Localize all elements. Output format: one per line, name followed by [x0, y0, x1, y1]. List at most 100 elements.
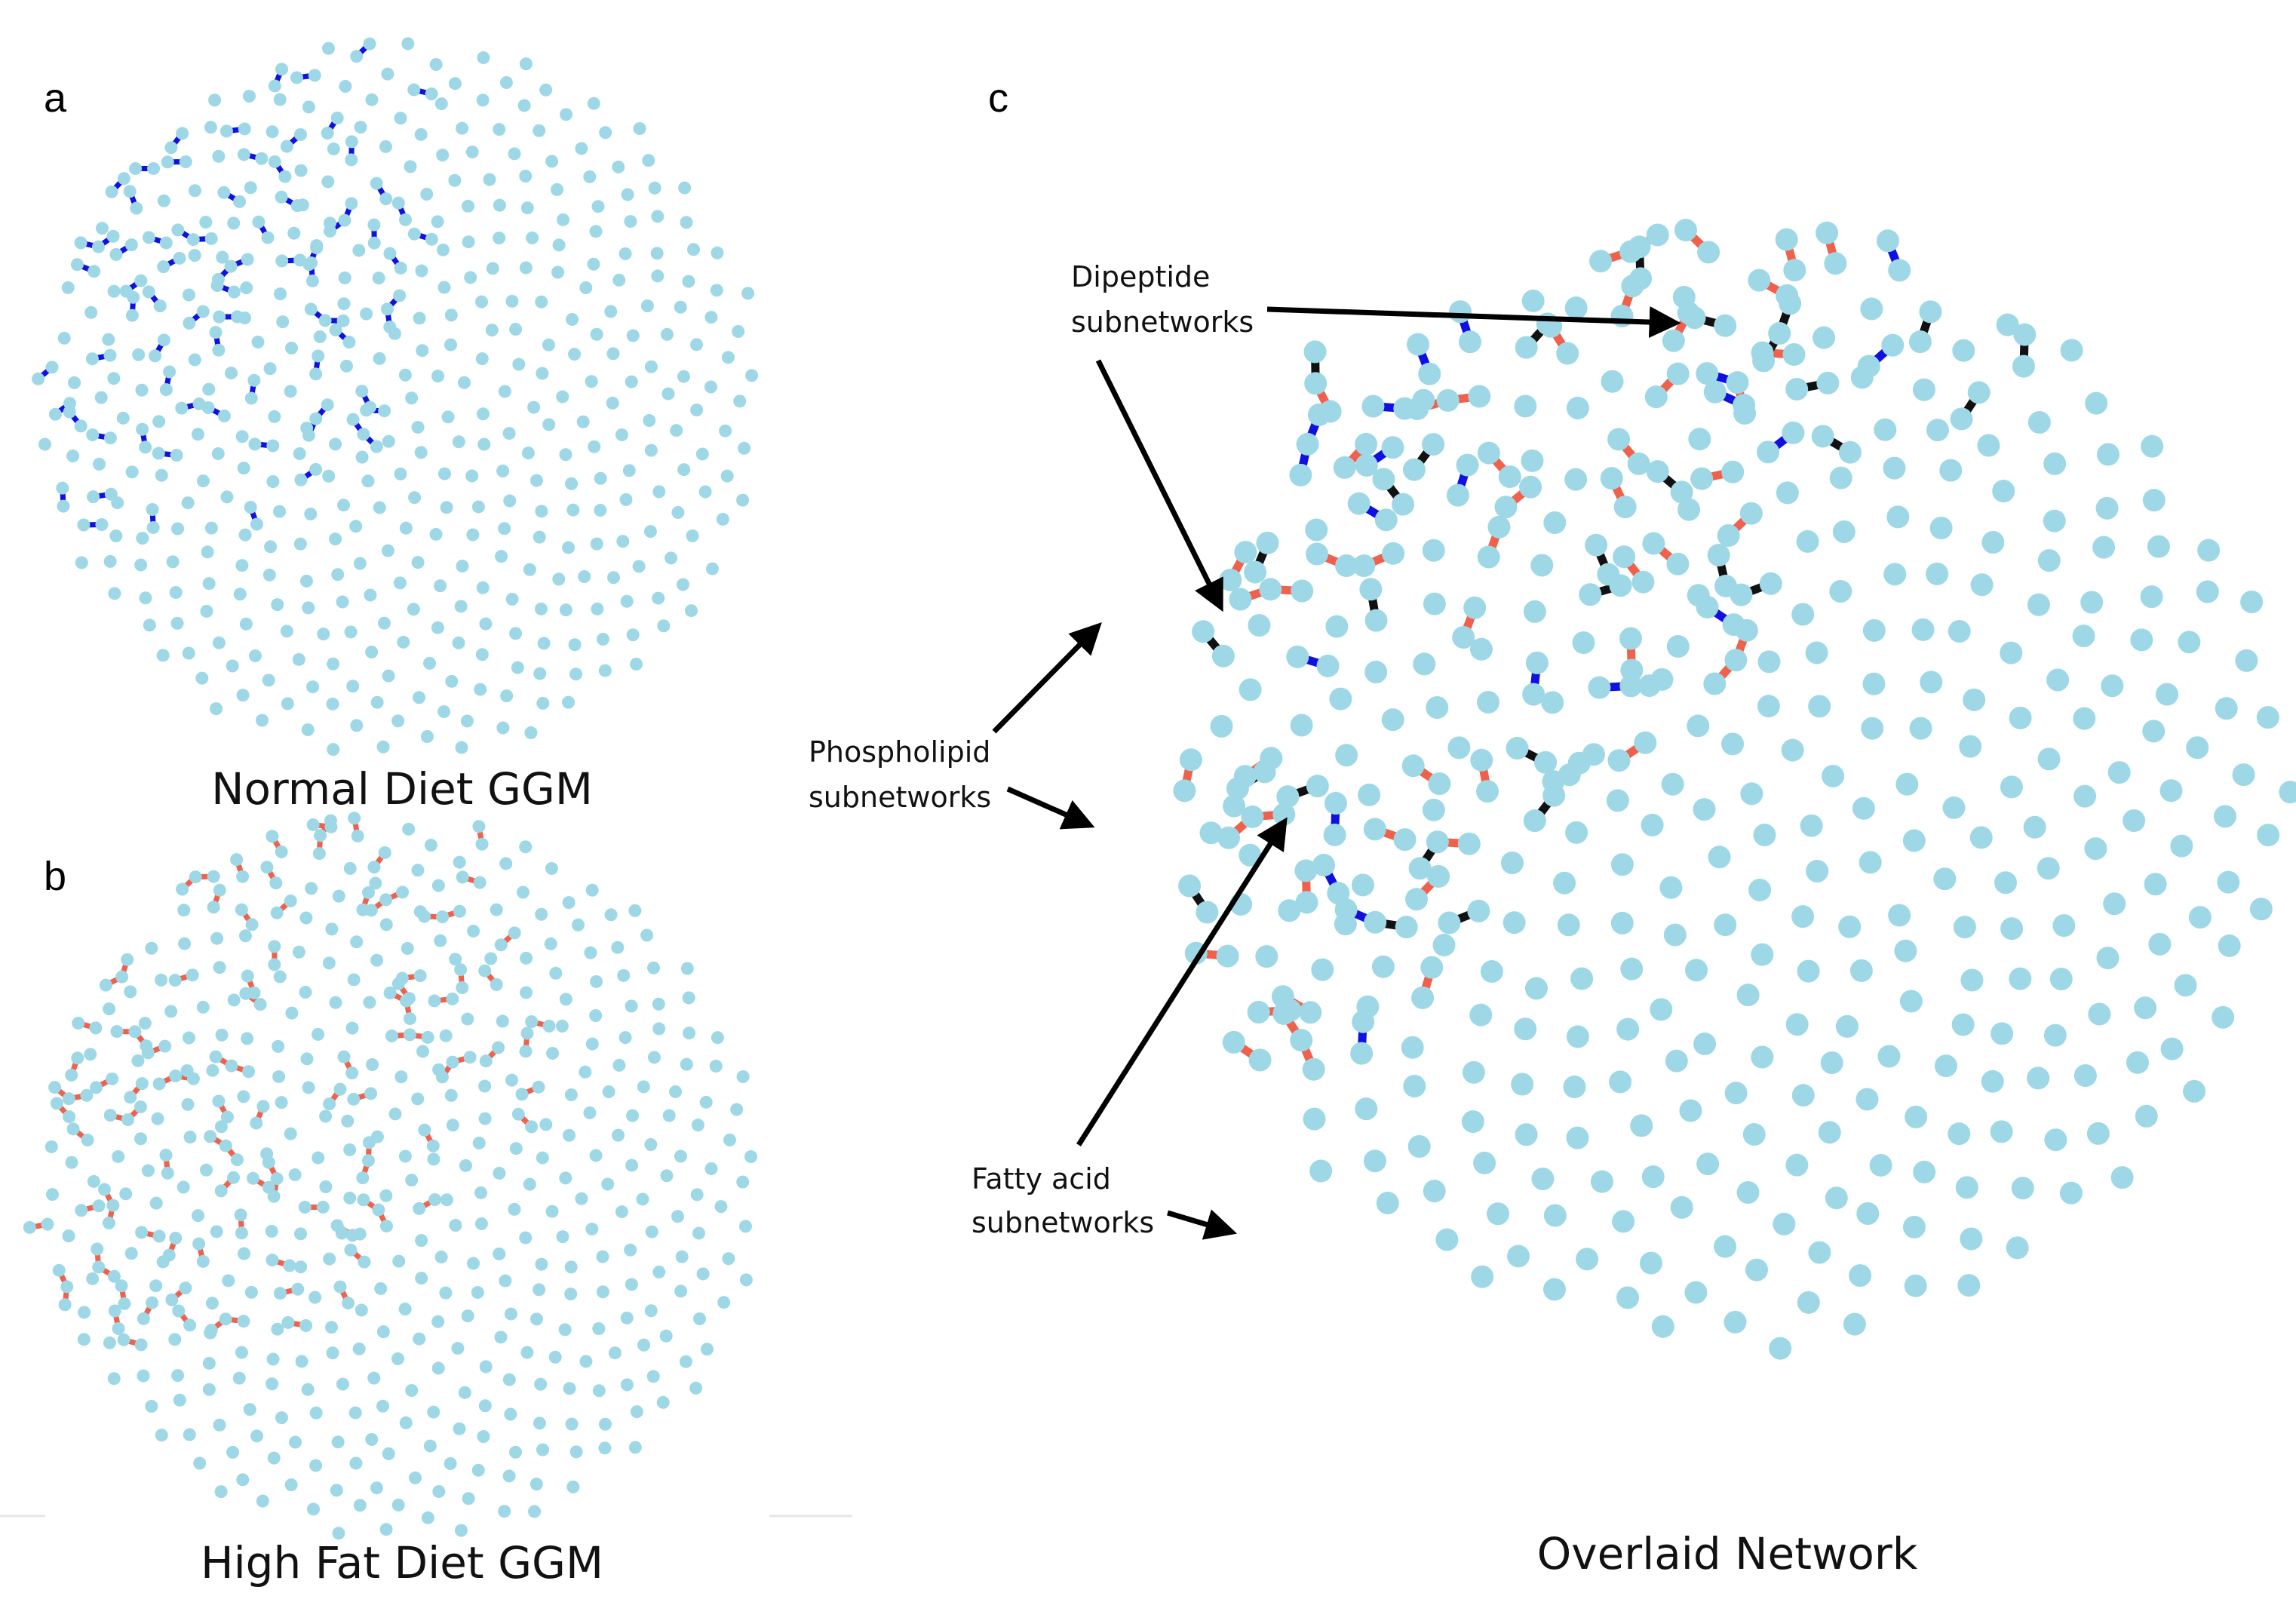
network-node: [557, 213, 570, 226]
network-node: [625, 375, 638, 388]
network-node: [533, 530, 546, 544]
network-node: [374, 1281, 388, 1295]
network-node: [147, 161, 161, 175]
network-node: [579, 281, 593, 295]
network-node: [345, 197, 358, 210]
network-node: [1303, 1107, 1326, 1131]
network-node: [272, 1070, 286, 1083]
network-node: [345, 1229, 359, 1242]
network-node: [1305, 518, 1328, 542]
network-node: [227, 1171, 241, 1184]
network-node: [1579, 583, 1602, 606]
network-node: [1721, 732, 1745, 756]
network-node: [2059, 1181, 2083, 1205]
network-node: [77, 1333, 91, 1346]
network-node: [414, 127, 428, 141]
network-node: [193, 1456, 207, 1470]
network-node: [456, 121, 469, 135]
network-node: [1967, 381, 1991, 404]
network-node: [444, 1088, 458, 1102]
network-node: [379, 1523, 393, 1536]
network-node: [520, 1346, 534, 1359]
network-node: [413, 691, 426, 704]
network-node: [545, 155, 559, 168]
network-node: [464, 271, 477, 284]
network-node: [494, 938, 508, 952]
network-node: [509, 1445, 523, 1459]
network-node: [1211, 644, 1235, 668]
network-node: [403, 1028, 416, 1042]
network-node: [2037, 857, 2060, 880]
network-node: [456, 870, 469, 884]
network-node: [453, 1422, 466, 1435]
network-node: [1423, 1180, 1446, 1203]
network-node: [280, 625, 293, 638]
network-node: [125, 308, 139, 322]
network-node: [347, 973, 361, 987]
network-node: [212, 149, 226, 163]
network-node: [275, 1096, 288, 1109]
network-node: [209, 1050, 223, 1063]
network-node: [411, 556, 425, 569]
fatty-acid-arrow-up: [1076, 817, 1288, 1146]
network-node: [1690, 467, 1714, 490]
network-node: [1627, 452, 1650, 475]
network-node: [107, 1269, 121, 1283]
network-node: [213, 961, 226, 974]
network-node: [434, 97, 448, 111]
network-node: [479, 617, 493, 631]
network-node: [1309, 1159, 1333, 1183]
network-node: [691, 1119, 704, 1132]
network-node: [263, 362, 277, 376]
network-node: [1359, 578, 1383, 601]
network-node: [355, 385, 369, 398]
network-node: [411, 420, 425, 434]
network-node: [519, 261, 533, 275]
network-node: [1650, 998, 1673, 1021]
network-node: [1877, 1045, 1901, 1068]
network-node: [478, 1399, 492, 1413]
network-node: [369, 876, 382, 890]
network-node: [683, 1027, 696, 1040]
network-node: [157, 333, 170, 347]
network-node: [1805, 641, 1828, 664]
network-node: [1619, 627, 1642, 650]
network-node: [563, 1382, 576, 1395]
network-node: [289, 1435, 302, 1449]
network-node: [164, 1005, 178, 1018]
network-node: [212, 636, 226, 649]
network-node: [2160, 1037, 2184, 1060]
network-node: [391, 1352, 405, 1366]
network-node: [1521, 449, 1544, 472]
network-node: [1920, 671, 1943, 694]
network-node: [1420, 956, 1444, 979]
network-node: [546, 1047, 560, 1060]
network-node: [1355, 453, 1378, 477]
network-node: [309, 1459, 323, 1472]
network-node: [659, 1329, 673, 1343]
network-node: [1217, 826, 1241, 849]
network-node: [312, 349, 325, 363]
network-node: [1963, 688, 1986, 711]
network-node: [1939, 459, 1963, 482]
network-node: [1196, 901, 1219, 924]
network-node: [186, 233, 200, 247]
network-node: [502, 427, 516, 440]
network-node: [1192, 620, 1215, 643]
network-node: [585, 1222, 599, 1235]
network-node: [1381, 708, 1404, 732]
network-node: [1751, 943, 1774, 966]
network-node: [1335, 554, 1358, 578]
network-node: [1630, 1114, 1653, 1137]
network-node: [493, 122, 506, 136]
network-node: [270, 906, 284, 919]
network-node: [405, 391, 419, 405]
network-node: [602, 1085, 615, 1099]
network-node: [367, 236, 381, 250]
network-node: [164, 141, 178, 155]
network-node: [319, 1109, 333, 1123]
network-node: [496, 464, 510, 477]
network-node: [157, 260, 170, 274]
network-node: [192, 397, 206, 410]
network-node: [1469, 637, 1493, 661]
